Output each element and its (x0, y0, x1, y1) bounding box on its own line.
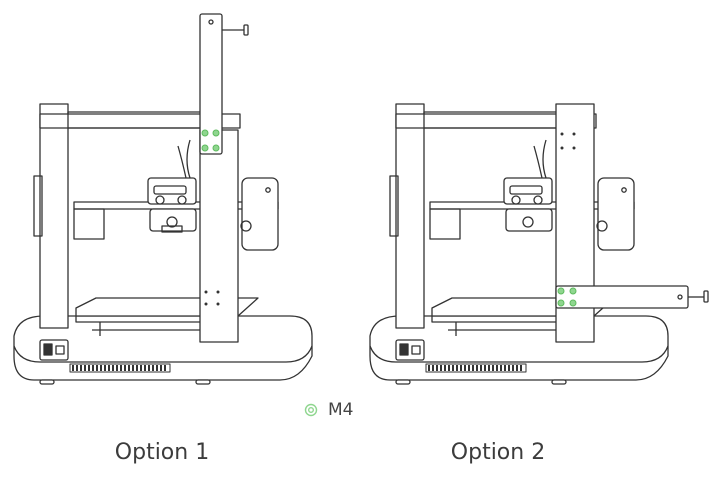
screw-hole-icon (304, 403, 318, 417)
m4-screw-holes-option-2 (557, 287, 577, 307)
printer-option-2-illustration (369, 103, 709, 385)
legend: M4 (304, 398, 353, 422)
option-2-caption: Option 2 (450, 440, 546, 465)
legend-label: M4 (328, 400, 354, 420)
m4-screw-holes-option-1 (201, 129, 220, 152)
option-1-caption: Option 1 (114, 440, 210, 465)
printer-option-1-illustration (13, 13, 313, 385)
